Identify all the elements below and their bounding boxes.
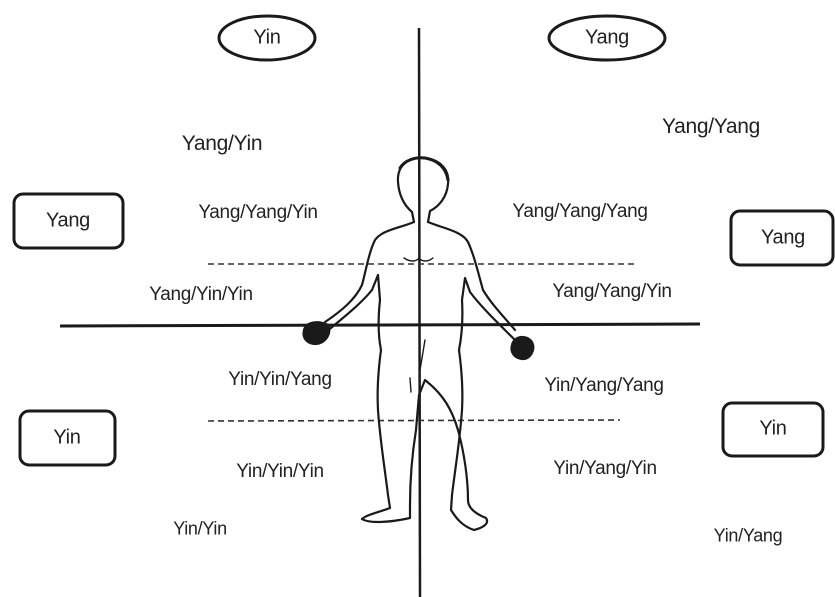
right-hand	[511, 337, 533, 359]
vertical-axis	[419, 28, 420, 597]
figure-head	[398, 158, 448, 222]
label-yin-yin-yin: Yin/Yin/Yin	[236, 461, 324, 483]
box-label-upper-right: Yang	[761, 227, 805, 250]
oval-label-yang: Yang	[585, 27, 629, 50]
horizontal-axis	[60, 324, 700, 326]
label-yang-yin-yin: Yang/Yin/Yin	[149, 284, 252, 306]
label-yang-yang: Yang/Yang	[662, 115, 760, 139]
box-label-upper-left: Yang	[46, 210, 90, 233]
box-label-lower-right: Yin	[759, 418, 786, 441]
label-yin-yang: Yin/Yang	[714, 526, 783, 547]
label-yin-yin: Yin/Yin	[173, 519, 227, 540]
oval-label-yin: Yin	[253, 27, 280, 50]
figure-legs	[362, 350, 487, 530]
lower-dashed-line	[208, 420, 620, 421]
label-yang-yang-yin-upper: Yang/Yang/Yin	[198, 202, 317, 224]
label-yin-yang-yang: Yin/Yang/Yang	[544, 375, 663, 397]
label-yin-yin-yang: Yin/Yin/Yang	[228, 369, 331, 391]
label-yang-yin: Yang/Yin	[182, 132, 263, 156]
box-label-lower-left: Yin	[53, 427, 80, 450]
label-yang-yang-yin-lower: Yang/Yang/Yin	[552, 281, 671, 303]
label-yang-yang-yang: Yang/Yang/Yang	[512, 201, 647, 223]
label-yin-yang-yin: Yin/Yang/Yin	[553, 458, 656, 480]
left-hand	[304, 322, 330, 344]
